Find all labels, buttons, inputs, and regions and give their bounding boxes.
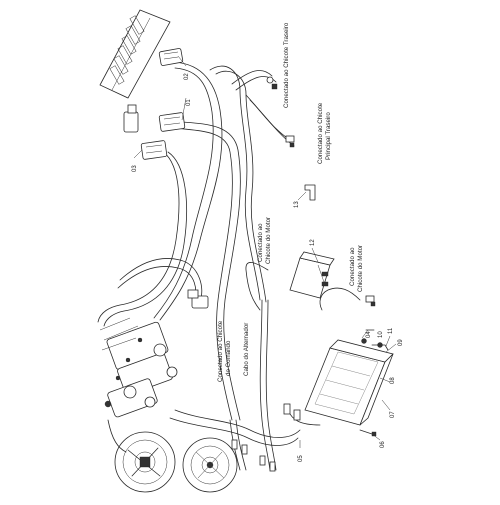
- relay-cluster: [99, 317, 178, 418]
- callout-02: 02: [184, 73, 190, 80]
- command-harness-plug: [187, 289, 209, 309]
- callout-08: 08: [390, 377, 396, 384]
- label-motor-harness-right-1: Conectado ao: [349, 247, 356, 286]
- connector-panel: [99, 9, 171, 99]
- alternator: [182, 437, 238, 493]
- relay-clip: [123, 104, 139, 133]
- label-main-rear-harness-2: Principal Traseiro: [325, 112, 332, 160]
- rear-harness-plug: [266, 76, 278, 90]
- motor-harness-branch-top: [245, 262, 269, 311]
- motor-harness-branch-right: [319, 287, 361, 311]
- alternator-cable: [259, 299, 277, 471]
- label-alternator-cable: Cabo do Alternador: [243, 323, 250, 376]
- main-rear-harness-plug: [285, 135, 295, 148]
- starter-motor: [114, 431, 176, 493]
- battery-04: [304, 338, 394, 426]
- bracket-13: [304, 184, 316, 201]
- battery-clamp: [365, 329, 389, 351]
- terminal-lugs: [231, 403, 301, 472]
- label-motor-harness-top-2: Chicote do Motor: [265, 217, 272, 264]
- callout-04: 04: [366, 331, 372, 338]
- connector-module-02: [158, 48, 184, 66]
- label-rear-harness: Conectado ao Chicote Traseiro: [283, 22, 290, 108]
- callout-12: 12: [310, 239, 316, 246]
- label-main-rear-harness-1: Conectado ao Chicote: [317, 102, 324, 164]
- label-command-harness-1: Conectado ao Chicote: [217, 320, 224, 382]
- starter-cable: [107, 419, 127, 453]
- connector-module-03: [140, 140, 168, 160]
- label-motor-harness-top-1: Conectado ao: [257, 223, 264, 262]
- callout-11: 11: [388, 327, 394, 334]
- label-command-harness-2: do Comando: [225, 340, 232, 376]
- motor-harness-plug-right: [365, 295, 376, 307]
- callout-07: 07: [390, 411, 396, 418]
- callout-03: 03: [132, 165, 138, 172]
- callout-01: 01: [186, 99, 192, 106]
- callout-leaders: [133, 55, 397, 448]
- callout-10: 10: [378, 331, 384, 338]
- control-module-12: [289, 251, 335, 299]
- callout-06: 06: [380, 441, 386, 448]
- connector-module-01: [158, 112, 186, 132]
- callout-13: 13: [294, 201, 300, 208]
- callout-09: 09: [398, 339, 404, 346]
- callout-05: 05: [298, 455, 304, 462]
- label-motor-harness-right-2: Chicote do Motor: [357, 245, 364, 292]
